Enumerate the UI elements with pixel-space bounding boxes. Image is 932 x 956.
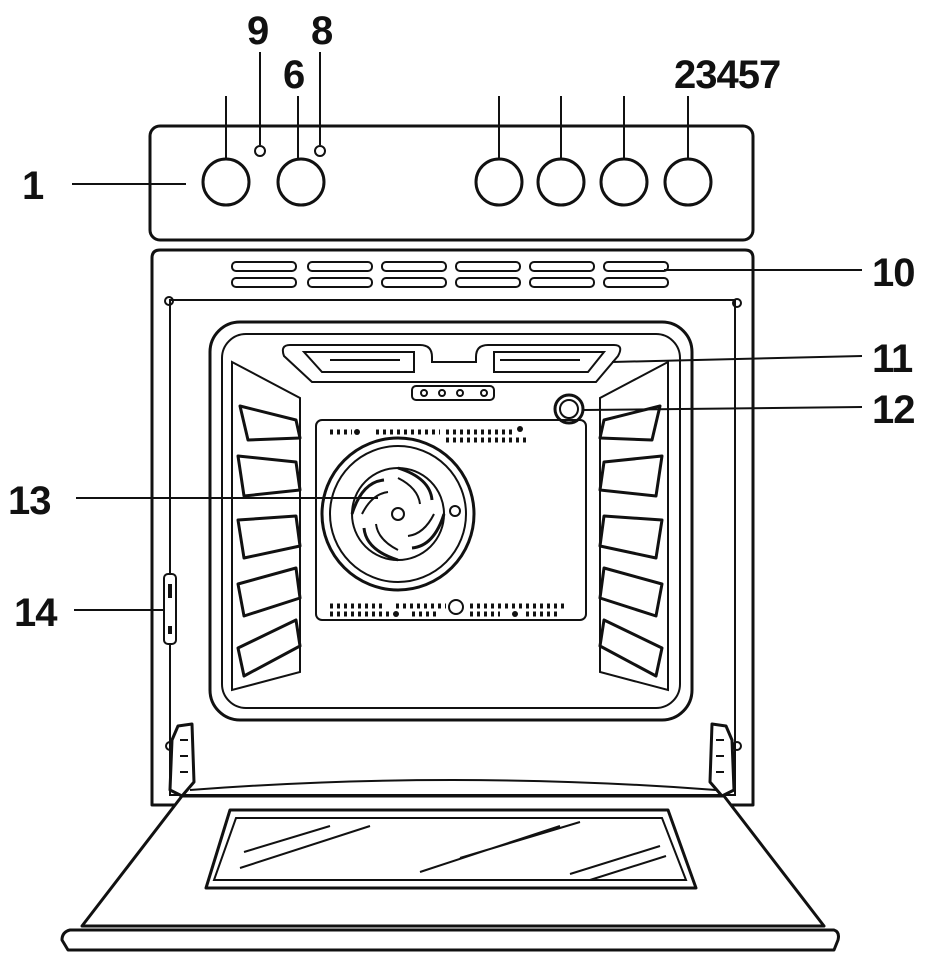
callout-10: 10 [872,251,915,295]
door-glass-window [204,808,698,890]
callout-8: 8 [311,9,333,53]
control-knob-5 [663,157,713,207]
callout-23457: 23457 [674,53,780,97]
callout-11: 11 [872,337,913,381]
indicator-lamp-9 [254,145,266,157]
indicator-lamp-8 [314,145,326,157]
right-hinge [708,722,736,798]
oven-lamp [553,393,585,425]
door-switch [163,573,177,645]
control-knob-1 [201,157,251,207]
control-knob-2 [474,157,524,207]
rear-panel [315,419,587,621]
callout-leaders [72,52,863,611]
leader-11 [611,355,863,363]
callout-14: 14 [14,591,58,635]
control-knob-4 [599,157,649,207]
right-shelf-runners [598,360,669,692]
oven-door [60,779,840,952]
callout-13: 13 [8,479,51,523]
control-knob-3 [536,157,586,207]
left-shelf-runners [231,360,302,692]
control-panel [148,124,755,242]
grill-heating-element [281,344,622,401]
convection-fan [320,436,476,592]
leader-12 [583,406,863,411]
callout-6: 6 [283,53,304,97]
oven-cavity [208,320,694,722]
callout-12: 12 [872,388,915,432]
callout-9: 9 [247,9,268,53]
callout-labels: 1 9 8 6 23457 10 11 12 13 14 [8,9,916,635]
control-knob-6 [276,157,326,207]
left-hinge [168,722,196,798]
ventilation-grille [231,261,669,288]
callout-1: 1 [22,164,44,208]
